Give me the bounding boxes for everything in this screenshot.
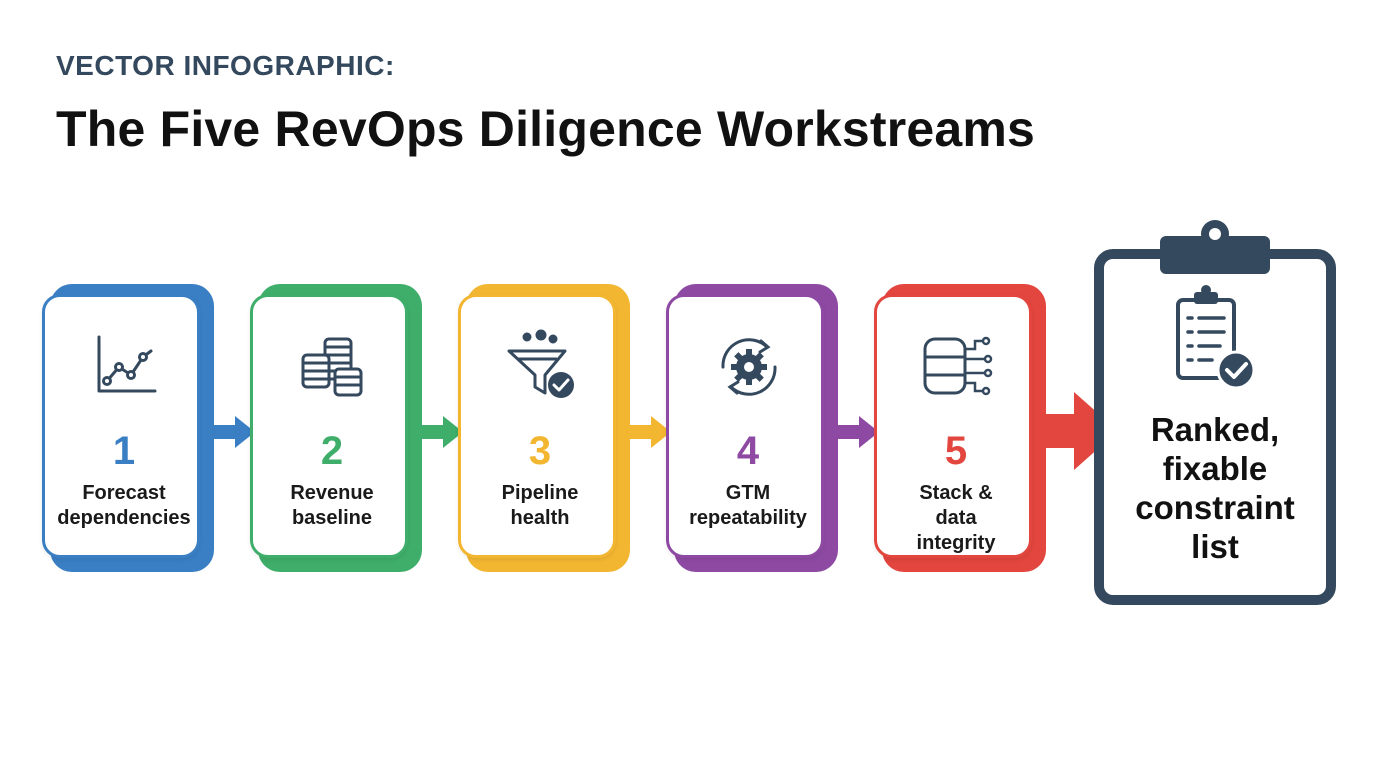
result-label-line-3: constraint [1135,489,1295,526]
step-card-4-face: 4 GTM repeatability [666,294,824,558]
step-number-5: 5 [944,429,968,473]
step-label-2-line-1: Revenue [290,482,374,504]
step-label-2: Revenue baseline [253,481,411,531]
step-label-1-line-1: Forecast [82,482,166,504]
step-card-4: 4 GTM repeatability [666,284,838,572]
step-label-4: GTM repeatability [669,481,827,531]
coin-stack-icon [301,337,363,397]
step-label-4-line-1: GTM [725,482,771,504]
step-label-5-line-3: integrity [916,532,996,554]
step-number-1: 1 [112,429,136,473]
result-arrow [1040,392,1118,470]
flow-arrow-3 [621,416,671,448]
kicker-text: VECTOR INFOGRAPHIC: [56,50,395,81]
result-label-line-2: fixable [1162,450,1268,487]
step-label-1: Forecast dependencies [45,481,203,531]
gear-cycle-icon [721,338,777,396]
step-number-3: 3 [528,429,552,473]
step-number-4: 4 [736,429,760,473]
step-card-5-face: 5 Stack & data integrity [874,294,1032,558]
funnel-check-icon [507,329,574,398]
mini-clipboard-icon [1176,285,1256,390]
step-card-1-face: 1 Forecast dependencies [42,294,200,558]
result-label-line-4: list [1191,528,1239,565]
step-label-5: Stack & data integrity [877,481,1035,556]
step-card-3-face: 3 Pipeline health [458,294,616,558]
flow-arrow-4 [829,416,879,448]
flow-arrow-2 [413,416,463,448]
step-card-2-face: 2 Revenue baseline [250,294,408,558]
flow-arrow-1 [205,416,255,448]
database-network-icon [923,336,993,396]
result-label: Ranked, fixable constraint list [1094,410,1336,566]
step-card-3: 3 Pipeline health [458,284,630,572]
result-label-line-1: Ranked, [1150,411,1280,448]
step-label-5-line-1: Stack & [919,482,993,504]
line-chart-icon [97,335,157,393]
step-card-2: 2 Revenue baseline [250,284,422,572]
step-card-1: 1 Forecast dependencies [42,284,214,572]
step-label-5-line-2: data [935,507,977,529]
step-card-5: 5 Stack & data integrity [874,284,1046,572]
step-label-2-line-2: baseline [291,507,373,529]
step-label-3-line-2: health [510,507,570,529]
step-label-4-line-2: repeatability [689,507,807,529]
step-number-2: 2 [320,429,344,473]
page-title: The Five RevOps Diligence Workstreams [56,101,1036,157]
clipboard-checklist-icon [1094,220,1336,605]
step-label-1-line-2: dependencies [57,507,191,529]
step-label-3-line-1: Pipeline [501,482,579,504]
step-label-3: Pipeline health [461,481,619,531]
